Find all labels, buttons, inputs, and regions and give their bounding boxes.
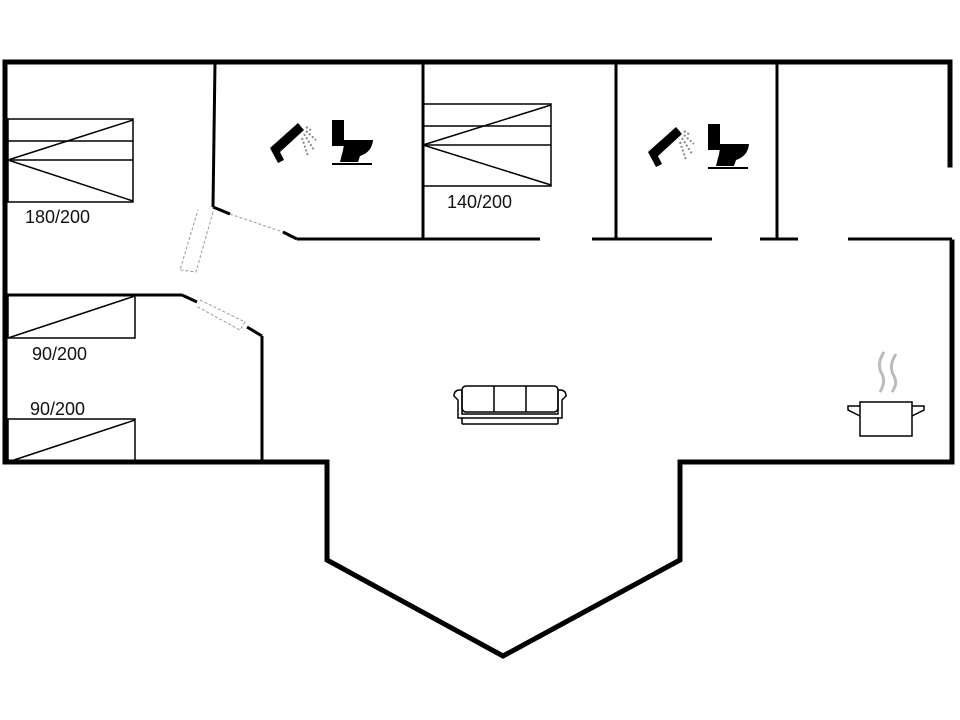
cooking-pot-icon [847, 351, 925, 437]
bed-size-label: 90/200 [32, 344, 87, 364]
bed-size-label: 140/200 [447, 192, 512, 212]
sofa-icon [453, 385, 567, 425]
toilet-icon [332, 120, 373, 165]
toilet-icon [708, 124, 749, 169]
outer-walls [2, 59, 955, 659]
interior-walls [5, 61, 952, 462]
doors [179, 209, 284, 331]
bed-double-2 [422, 103, 552, 187]
shower-icon [270, 123, 317, 163]
bed-size-label: 90/200 [30, 399, 85, 419]
shower-icon [648, 127, 695, 167]
bed-single-1 [7, 294, 136, 339]
bed-size-label: 180/200 [25, 207, 90, 227]
bed-double-1 [7, 118, 134, 203]
bed-single-2 [7, 418, 136, 463]
